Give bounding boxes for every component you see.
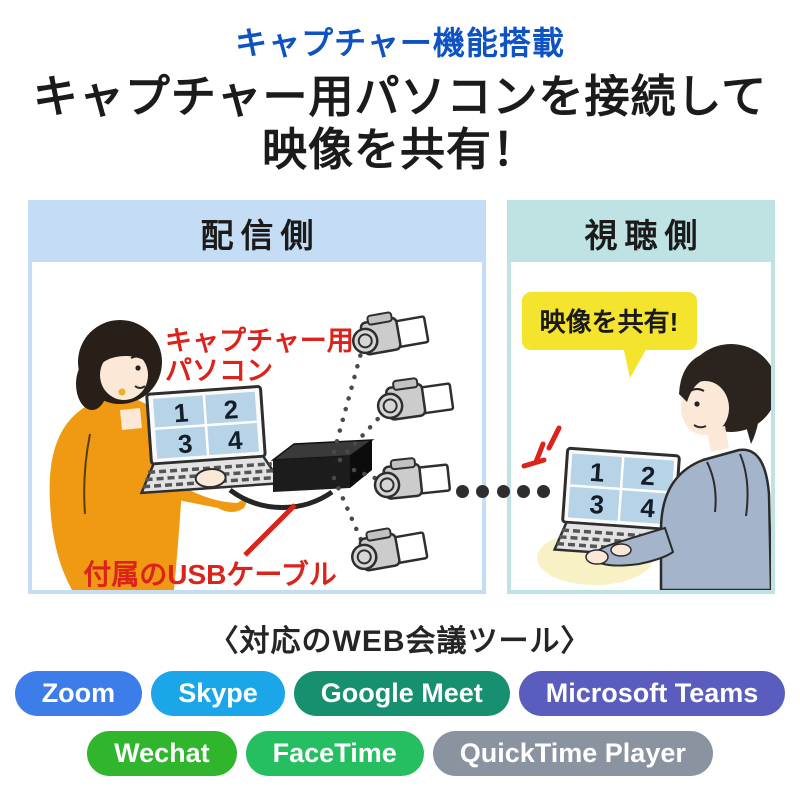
cable-pointer-line [243, 503, 297, 557]
tool-badge-microsoft-teams: Microsoft Teams [518, 671, 786, 716]
emphasis-marks [521, 425, 562, 469]
viewer-person-illustration [585, 344, 771, 590]
capture-pc-label-line1: キャプチャー用 [165, 326, 354, 356]
feature-tagline: キャプチャー機能搭載 [235, 25, 565, 61]
viewer-illustration: 1 2 3 4 [511, 262, 771, 590]
speech-bubble: 映像を共有! [522, 292, 697, 378]
tool-badge-wechat: Wechat [87, 731, 237, 776]
tool-badge-facetime: FaceTime [245, 731, 424, 776]
screen-quadrant-4: 4 [639, 492, 656, 523]
video-camera-icon [371, 453, 452, 502]
connection-dot [516, 484, 530, 498]
viewer-panel-title: 視聴側 [511, 204, 771, 262]
tools-heading: 〈対応のWEB会議ツール〉 [208, 625, 592, 658]
tool-badge-skype: Skype [151, 671, 285, 716]
video-camera-icon [347, 521, 429, 574]
usb-cable-label: 付属のUSBケーブル [83, 558, 336, 590]
screen-quadrant-3: 3 [177, 428, 194, 459]
tools-row-1: Zoom Skype Google Meet Microsoft Teams [0, 671, 800, 716]
viewer-panel: 視聴側 1 2 3 4 [507, 200, 775, 594]
screen-quadrant-2: 2 [223, 394, 240, 425]
broadcaster-panel-title: 配信側 [32, 204, 482, 262]
speech-bubble-text: 映像を共有! [540, 307, 679, 337]
screen-quadrant-3: 3 [589, 489, 606, 520]
screen-quadrant-1: 1 [173, 397, 190, 428]
connection-dot [537, 484, 550, 498]
panel-connection-dots [456, 484, 550, 498]
screen-quadrant-4: 4 [227, 425, 244, 456]
broadcaster-scene: キャプチャー用 パソコン 1 2 3 4 [49, 305, 455, 590]
capture-box-device [270, 439, 375, 492]
broadcaster-panel: 配信側 [28, 200, 486, 594]
tool-badge-zoom: Zoom [14, 671, 143, 716]
main-title-line1: キャプチャー用パソコンを接続して [32, 71, 768, 122]
main-title-line2: 映像を共有！ [261, 124, 538, 175]
connection-dot [496, 484, 510, 498]
broadcaster-illustration: キャプチャー用 パソコン 1 2 3 4 [32, 262, 482, 590]
tools-row-2: Wechat FaceTime QuickTime Player [0, 731, 800, 776]
connection-dot [456, 484, 469, 498]
video-camera-icon [348, 305, 430, 358]
tool-badge-google-meet: Google Meet [293, 671, 510, 716]
screen-quadrant-2: 2 [640, 460, 657, 491]
capture-pc-label-line2: パソコン [165, 356, 273, 386]
viewer-scene: 1 2 3 4 [521, 292, 771, 590]
tool-badge-quicktime-player: QuickTime Player [432, 731, 713, 776]
screen-quadrant-1: 1 [589, 457, 606, 488]
broadcaster-laptop: 1 2 3 4 [139, 385, 284, 495]
usb-cable [228, 487, 334, 510]
connection-dot [476, 484, 490, 498]
video-camera-icon [373, 372, 455, 423]
